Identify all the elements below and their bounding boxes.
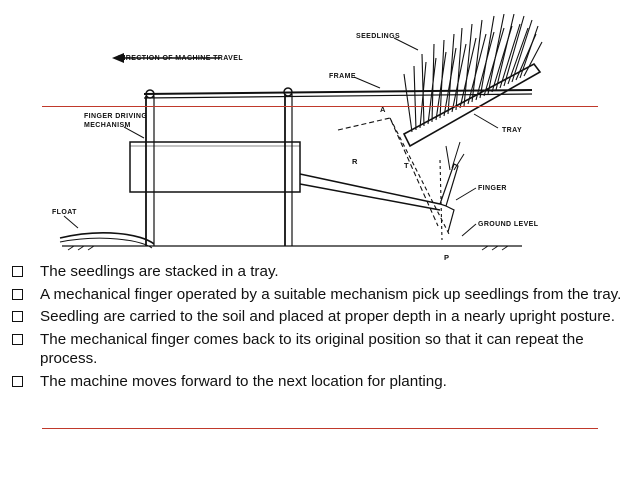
accent-rule-bottom — [42, 428, 598, 429]
finger-path — [337, 117, 451, 241]
bullet-item: Seedling are carried to the soil and pla… — [12, 307, 634, 327]
bullet-item: The mechanical finger comes back to its … — [12, 330, 634, 369]
diagram-svg: DIRECTION OF MACHINE TRAVEL FRAME — [42, 14, 572, 260]
bullet-text: A mechanical finger operated by a suitab… — [40, 285, 622, 303]
drive-cylinder — [129, 141, 301, 193]
label-seedlings: SEEDLINGS — [356, 33, 400, 40]
bullet-text: Seedling are carried to the soil and pla… — [40, 308, 615, 325]
bullet-text: The seedlings are stacked in a tray. — [40, 263, 279, 280]
label-finger: FINGER — [478, 185, 507, 192]
label-t: T — [404, 161, 409, 170]
label-a: A — [380, 105, 386, 114]
label-float: FLOAT — [52, 209, 77, 216]
bullet-square-icon — [12, 288, 23, 300]
seedlings — [403, 14, 543, 133]
label-r: R — [352, 157, 358, 166]
accent-rule-top — [42, 106, 598, 107]
bullet-square-icon — [12, 311, 23, 322]
bullet-item: The seedlings are stacked in a tray. — [12, 262, 634, 282]
tray — [402, 62, 542, 148]
label-frame: FRAME — [329, 73, 356, 80]
label-tray: TRAY — [502, 127, 522, 134]
bullet-text: The machine moves forward to the next lo… — [40, 372, 447, 390]
ground-line — [62, 245, 522, 251]
label-p: P — [444, 253, 449, 260]
transplanter-diagram: DIRECTION OF MACHINE TRAVEL FRAME — [42, 14, 572, 260]
bullet-item: A mechanical finger operated by a suitab… — [12, 285, 634, 305]
bullet-item: The machine moves forward to the next lo… — [12, 372, 634, 392]
posts — [145, 94, 293, 246]
label-ground-level: GROUND LEVEL — [478, 221, 539, 228]
bullet-square-icon — [12, 333, 23, 345]
bullet-text: The mechanical finger comes back to its … — [40, 330, 584, 368]
bullet-list: The seedlings are stacked in a tray. A m… — [12, 262, 634, 394]
finger — [439, 141, 465, 233]
label-direction: DIRECTION OF MACHINE TRAVEL — [118, 55, 243, 62]
finger-arm — [299, 173, 441, 211]
frame — [143, 87, 533, 99]
direction-arrow — [112, 53, 220, 63]
label-finger-driving-2: MECHANISM — [84, 122, 131, 129]
bullet-square-icon — [12, 266, 23, 277]
bullet-square-icon — [12, 375, 23, 387]
label-finger-driving-1: FINGER DRIVING — [84, 113, 147, 120]
